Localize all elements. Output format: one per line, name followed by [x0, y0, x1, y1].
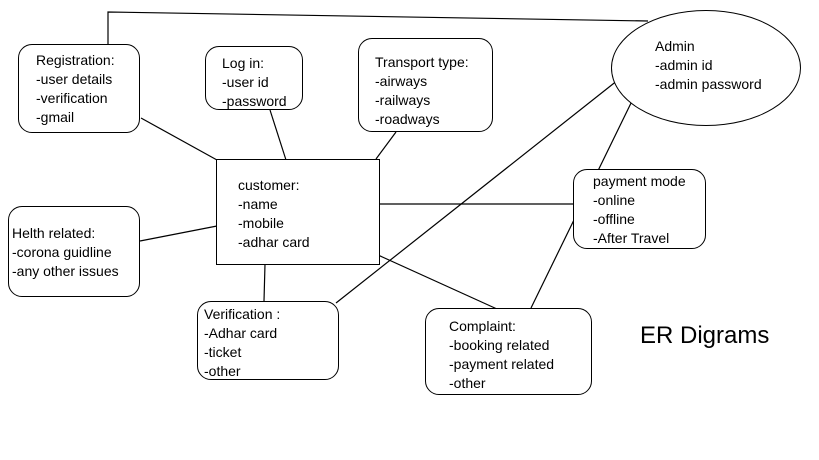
line-customer-complaint [377, 254, 498, 310]
health-attr: -any other issues [12, 263, 119, 279]
payment-attr: -online [593, 192, 636, 208]
line-customer-verification [263, 263, 266, 302]
verification-attr: -ticket [204, 344, 242, 360]
customer-attr: -mobile [238, 215, 284, 231]
verification-entity: Verification : -Adhar card -ticket -othe… [197, 301, 339, 380]
line-health-customer [139, 225, 218, 242]
registration-attr: -verification [36, 90, 108, 106]
login-entity: Log in: -user id -password [205, 46, 303, 110]
registration-entity: Registration: -user details -verificatio… [18, 44, 140, 133]
verification-attr: -other [204, 363, 241, 379]
line-admin-verification [335, 79, 619, 304]
complaint-title: Complaint: [449, 318, 516, 334]
admin-title: Admin [655, 38, 695, 54]
diagram-caption: ER Digrams [640, 322, 770, 349]
health-attr: -corona guidline [12, 244, 112, 260]
transport-entity: Transport type: -airways -railways -road… [358, 38, 493, 132]
line-transport-customer [375, 131, 397, 160]
payment-attr: -After Travel [593, 230, 670, 246]
registration-title: Registration: [36, 52, 115, 68]
payment-attr: -offline [593, 211, 635, 227]
line-login-customer [269, 109, 287, 161]
admin-attr: -admin password [655, 76, 762, 92]
login-attr: -password [222, 93, 287, 109]
transport-title: Transport type: [375, 54, 469, 70]
login-title: Log in: [222, 55, 265, 71]
complaint-attr: -payment related [449, 356, 555, 372]
transport-attr: -roadways [375, 111, 440, 127]
payment-title: payment mode [593, 173, 686, 189]
customer-attr: -name [238, 196, 278, 212]
complaint-attr: -booking related [449, 337, 550, 353]
complaint-attr: -other [449, 375, 486, 391]
login-attr: -user id [222, 74, 269, 90]
customer-attr: -adhar card [238, 234, 310, 250]
complaint-entity: Complaint: -booking related -payment rel… [425, 308, 592, 395]
customer-title: customer: [238, 177, 300, 193]
admin-entity: Admin -admin id -admin password [611, 10, 801, 126]
health-entity: Helth related: -corona guidline -any oth… [8, 206, 140, 297]
admin-attr: -admin id [655, 57, 713, 73]
registration-attr: -user details [36, 71, 113, 87]
line-registration-customer [140, 117, 218, 161]
customer-entity: customer: -name -mobile -adhar card [216, 159, 380, 265]
health-title: Helth related: [12, 225, 96, 241]
transport-attr: -airways [375, 73, 428, 89]
line-registration-admin [107, 11, 649, 46]
transport-attr: -railways [375, 92, 431, 108]
verification-attr: -Adhar card [204, 325, 278, 341]
verification-title: Verification : [204, 306, 281, 322]
registration-attr: -gmail [36, 109, 75, 125]
payment-entity: payment mode -online -offline -After Tra… [573, 169, 706, 249]
